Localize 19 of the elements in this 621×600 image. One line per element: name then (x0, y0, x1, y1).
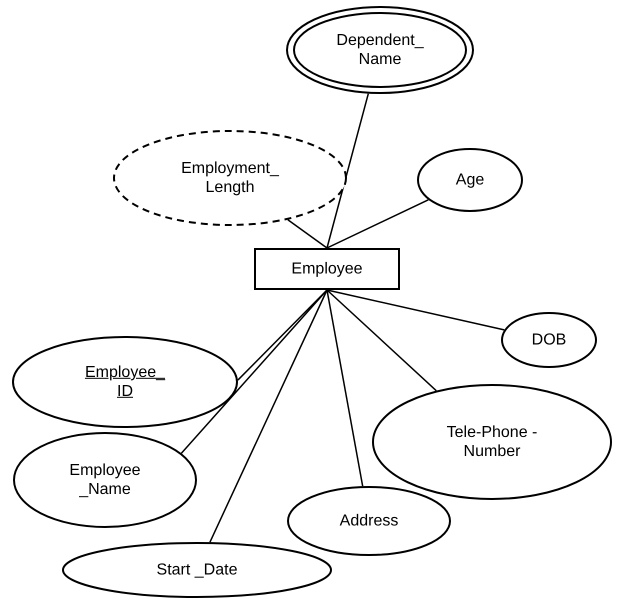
connector-line (237, 289, 328, 381)
connector-line (326, 290, 364, 486)
connector-line (326, 289, 437, 392)
attribute-name: Dependent_ Name (335, 30, 425, 70)
attribute-name: Start _Date (156, 560, 238, 580)
entity-name: Employee (290, 259, 364, 279)
connector-line (287, 219, 328, 249)
attribute-name: Employee_ ID (84, 362, 166, 402)
connector-line (326, 93, 370, 248)
attribute-name: Employment_ Length (180, 158, 280, 198)
attribute-name: Tele-Phone - Number (446, 422, 538, 462)
attribute-name: Employee _Name (68, 460, 142, 500)
attribute-name: DOB (530, 330, 568, 350)
connector-line (180, 290, 328, 454)
connector-line (326, 199, 429, 249)
connector-line (209, 290, 328, 542)
attribute-name: Address (338, 511, 400, 531)
attribute-name: Age (454, 170, 486, 190)
connector-line (326, 289, 504, 331)
